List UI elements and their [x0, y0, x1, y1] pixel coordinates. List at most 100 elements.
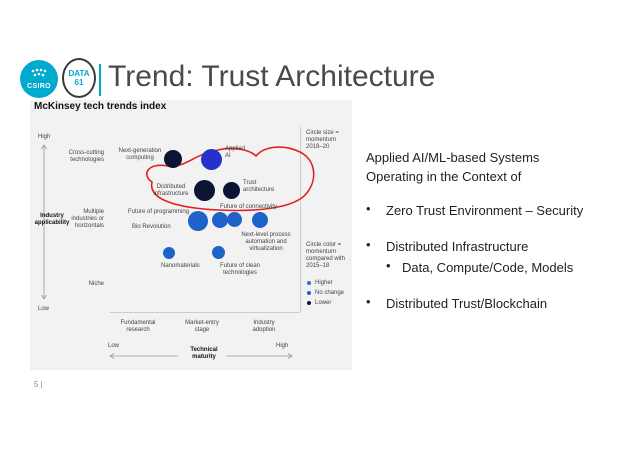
x-fund-line2: research [126, 327, 150, 333]
label-clean-line1: Future of clean [219, 263, 261, 269]
bubble-trust-architecture [223, 182, 240, 199]
label-applied-ai: Applied AI [225, 146, 245, 160]
x-market-line1: Market-entry [185, 320, 219, 326]
x-fundamental: Fundamental research [116, 320, 160, 334]
color-legend-line1: Circle color = [306, 242, 342, 248]
label-future-programming: Future of programming [128, 209, 190, 215]
size-legend-line2: momentum [306, 137, 337, 143]
row-cross-cutting: Cross-cutting technologies [64, 150, 104, 164]
right-heading: Applied AI/ML-based Systems Operating in… [366, 148, 539, 186]
label-nanomaterials: Nanomaterials [161, 263, 200, 269]
legend-nochange-dot [307, 291, 311, 295]
label-applied-ai-line1: Applied [225, 146, 246, 152]
bullet-dot-1: • [366, 201, 371, 216]
bullet-dot-2: • [366, 237, 371, 252]
label-trust-line2: architecture [243, 187, 275, 193]
y-axis-arrow [41, 144, 47, 300]
bubble-applied-ai [201, 149, 222, 170]
label-next-level-line1: Next-level process [241, 232, 291, 238]
legend-divider [300, 127, 301, 312]
label-next-gen: Next-generation computing [118, 148, 162, 162]
label-next-gen-line2: computing [126, 155, 154, 161]
x-high-label: High [276, 343, 289, 349]
label-applied-ai-line2: AI [225, 153, 231, 159]
label-trust: Trust architecture [243, 180, 274, 194]
bubble-next-gen-computing [164, 150, 182, 168]
bullet-distributed-infra: Distributed Infrastructure [386, 239, 529, 254]
size-legend-line3: 2018–20 [306, 144, 330, 150]
data61-bottom-text: 61 [74, 78, 84, 87]
legend-higher: Higher [315, 280, 333, 286]
y-axis-label-line1: Industry [40, 213, 64, 219]
x-axis-label-line2: maturity [192, 354, 216, 360]
y-high-label: High [38, 134, 51, 140]
csiro-logo-text: CSIRO [27, 83, 51, 90]
x-adopt-line2: adoption [252, 327, 276, 333]
data61-top-text: DATA [68, 69, 90, 78]
x-market-entry: Market-entry stage [180, 320, 224, 334]
csiro-logo: CSIRO [20, 60, 58, 98]
label-trust-line1: Trust [243, 180, 257, 186]
bubble-future-connectivity [252, 212, 268, 228]
x-low-label: Low [108, 343, 120, 349]
row-multi-line1: Multiple [83, 209, 104, 215]
y-low-label: Low [38, 306, 50, 312]
right-heading-line2: Operating in the Context of [366, 169, 522, 184]
bubble-distributed-infrastructure [194, 180, 215, 201]
label-next-level: Next-level process automation and virtua… [238, 232, 294, 253]
row-multi-line2: industries or [71, 216, 104, 222]
page-number: 5 | [34, 380, 43, 389]
x-fund-line1: Fundamental [120, 320, 156, 326]
legend-lower-dot [307, 301, 311, 305]
row-multi-line3: horizontals [74, 223, 104, 229]
label-distributed-line1: Distributed [156, 184, 186, 190]
bullet-distributed-trust: Distributed Trust/Blockchain [386, 296, 548, 311]
x-industry-adoption: Industry adoption [242, 320, 286, 334]
legend-nochange: No change [315, 290, 345, 296]
label-next-gen-line1: Next-generation [118, 148, 162, 154]
bubble-future-programming [188, 211, 208, 231]
title-divider [99, 64, 101, 96]
sub-bullet-data: Data, Compute/Code, Models [402, 260, 574, 275]
color-legend-line2: momentum [306, 249, 337, 255]
x-axis-label-line1: Technical [190, 347, 218, 353]
color-legend-line3: compared with [306, 256, 346, 262]
bubble-clean-tech [212, 246, 225, 259]
label-distributed-line2: infrastructure [153, 191, 189, 197]
legend-higher-dot [307, 281, 311, 285]
data61-logo: DATA 61 [62, 58, 96, 98]
x-market-line2: stage [194, 327, 210, 333]
bubble-nanomaterials [163, 247, 175, 259]
x-axis-label: Technical maturity [182, 347, 226, 361]
slide-header: CSIRO DATA 61 Trend: Trust Architecture [0, 0, 638, 100]
right-heading-line1: Applied AI/ML-based Systems [366, 150, 540, 165]
row-cross-line1: Cross-cutting [68, 150, 104, 156]
size-legend: Circle size = momentum 2018–20 [306, 130, 339, 151]
row-cross-line2: technologies [70, 157, 104, 163]
row-multiple: Multiple industries or horizontals [62, 209, 104, 230]
y-axis-label: Industry applicability [32, 213, 72, 227]
tech-trends-panel [30, 100, 352, 370]
label-clean-tech: Future of clean technologies [218, 263, 262, 277]
color-legend: Circle color = momentum compared with 20… [306, 242, 345, 270]
slide-title: Trend: Trust Architecture [108, 60, 436, 93]
label-next-level-line3: virtualization [249, 246, 283, 252]
panel-title: McKinsey tech trends index [34, 101, 167, 112]
row-niche: Niche [88, 281, 104, 287]
bullet-dot-3: • [366, 294, 371, 309]
bubble-mid [227, 212, 242, 227]
label-next-level-line2: automation and [245, 239, 287, 245]
label-distributed: Distributed infrastructure [150, 184, 192, 198]
x-adopt-line1: Industry [253, 320, 275, 326]
x-axis-arrow [109, 353, 293, 359]
csiro-dots-icon [31, 68, 47, 77]
y-axis-label-line2: applicability [34, 220, 70, 226]
legend-lower: Lower [315, 300, 332, 306]
label-clean-line2: technologies [223, 270, 257, 276]
label-future-connectivity: Future of connectivity [220, 204, 278, 210]
plot-area [110, 127, 300, 313]
bullet-zero-trust: Zero Trust Environment – Security [386, 203, 584, 218]
bullet-dot-sub: • [386, 258, 391, 273]
label-bio-revolution: Bio Revolution [132, 224, 171, 230]
size-legend-line1: Circle size = [306, 130, 339, 136]
